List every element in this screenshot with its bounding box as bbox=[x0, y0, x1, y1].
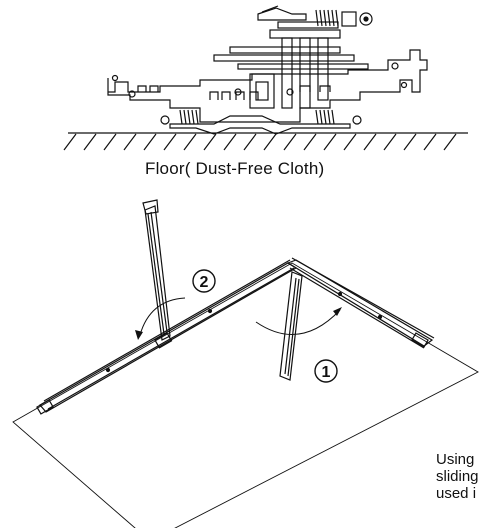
rotation-arrow-2-head bbox=[135, 330, 143, 340]
floor-caption: Floor( Dust-Free Cloth) bbox=[145, 159, 325, 178]
panel-1 bbox=[279, 271, 303, 381]
track-cross-section bbox=[107, 5, 428, 135]
dust-free-cloth bbox=[12, 262, 479, 528]
step-1-label: 1 bbox=[322, 364, 331, 381]
rotation-arrow-1 bbox=[255, 309, 341, 335]
step-2-label: 2 bbox=[200, 274, 209, 291]
step-1-circle bbox=[314, 359, 338, 383]
step-2-circle bbox=[192, 269, 216, 293]
floor-hatching bbox=[63, 132, 468, 151]
side-note-line-2: sliding bbox=[436, 468, 479, 485]
rotation-arrow-2 bbox=[139, 297, 186, 336]
side-note-line-3: used i bbox=[436, 485, 477, 502]
side-note-line-1: Using bbox=[436, 451, 475, 468]
rotation-arrow-1-head bbox=[333, 307, 342, 316]
panel-2 bbox=[142, 199, 171, 341]
side-note: Using sliding used i bbox=[436, 451, 495, 502]
track-right-arm bbox=[286, 257, 435, 349]
